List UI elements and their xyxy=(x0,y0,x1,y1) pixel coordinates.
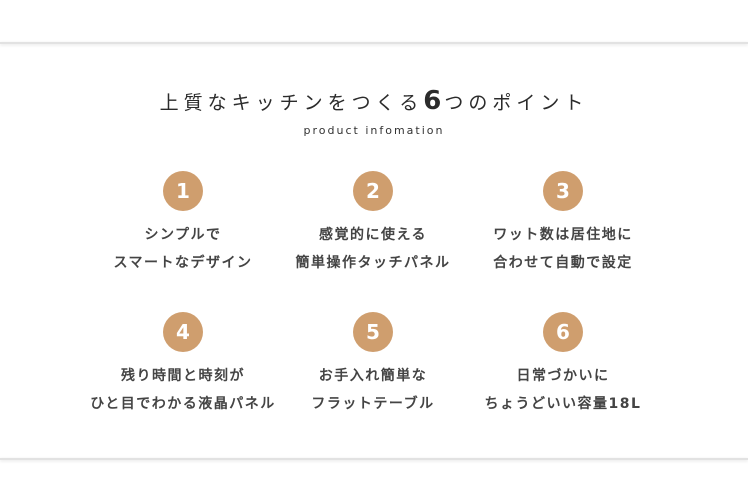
point-line: お手入れ簡単な xyxy=(318,368,428,384)
point-item: 6 日常づかいに ちょうどいい容量18L xyxy=(453,312,673,418)
point-line: 日常づかいに xyxy=(516,368,610,384)
point-line: ちょうどいい容量18L xyxy=(484,396,642,412)
title-text-end: つのポイント xyxy=(444,92,589,114)
point-line: 感覚的に使える xyxy=(318,227,428,243)
number-badge: 6 xyxy=(543,312,583,352)
point-item: 3 ワット数は居住地に 合わせて自動で設定 xyxy=(453,171,673,277)
point-line: 簡単操作タッチパネル xyxy=(295,255,451,271)
point-item: 2 感覚的に使える 簡単操作タッチパネル xyxy=(263,171,483,277)
point-item: 5 お手入れ簡単な フラットテーブル xyxy=(263,312,483,418)
point-item: 4 残り時間と時刻が ひと目でわかる液晶パネル xyxy=(73,312,293,418)
section-subtitle: product infomation xyxy=(303,124,445,137)
point-item: 1 シンプルで スマートなデザイン xyxy=(73,171,293,277)
title-text: 上質なキッチンをつくる xyxy=(159,92,424,114)
point-line: フラットテーブル xyxy=(311,396,435,412)
point-line: 残り時間と時刻が xyxy=(121,368,245,384)
number-badge: 3 xyxy=(543,171,583,211)
point-line: ひと目でわかる液晶パネル xyxy=(90,396,276,412)
bottom-divider xyxy=(0,458,748,460)
title-number: 6 xyxy=(423,86,445,116)
top-divider xyxy=(0,42,748,44)
section-title: 上質なキッチンをつくる6つのポイント xyxy=(0,86,748,116)
point-line: シンプルで xyxy=(144,227,222,243)
number-badge: 4 xyxy=(163,312,203,352)
point-line: スマートなデザイン xyxy=(113,255,253,271)
point-line: 合わせて自動で設定 xyxy=(493,255,633,271)
number-badge: 2 xyxy=(353,171,393,211)
number-badge: 1 xyxy=(163,171,203,211)
point-line: ワット数は居住地に xyxy=(493,227,633,243)
number-badge: 5 xyxy=(353,312,393,352)
